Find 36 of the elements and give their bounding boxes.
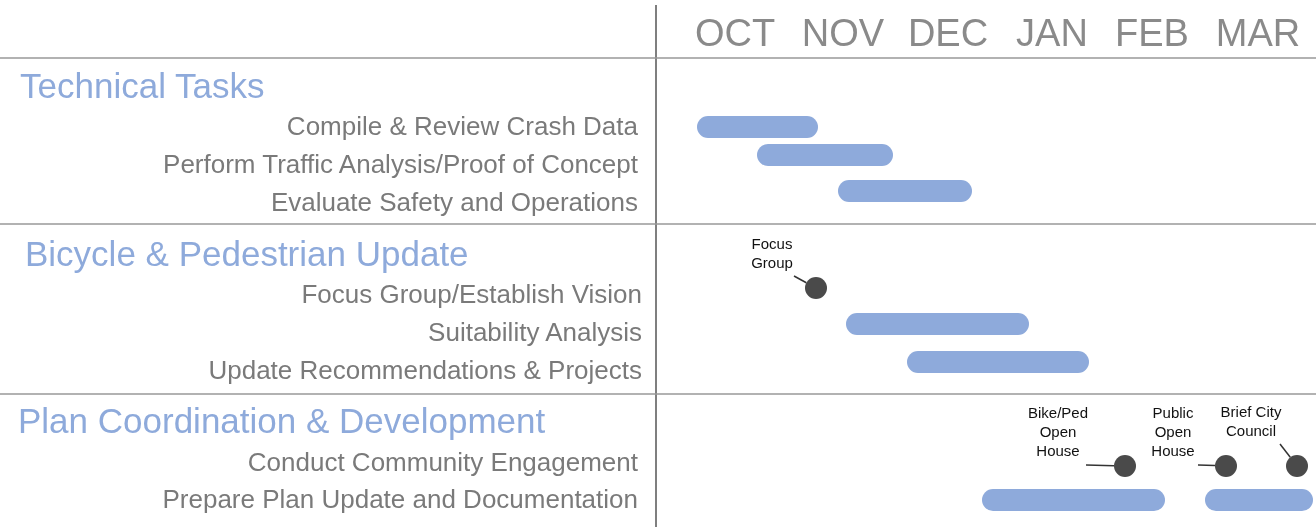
task-label: Evaluate Safety and Operations — [270, 189, 638, 217]
leader-line — [1197, 464, 1216, 467]
task-label: Compile & Review Crash Data — [286, 113, 638, 141]
timeline-bar — [907, 351, 1089, 373]
task-label: Suitability Analysis — [428, 319, 642, 347]
task-label: Focus Group/Establish Vision — [301, 281, 642, 309]
month-label: JAN — [1016, 14, 1088, 54]
task-label: Perform Traffic Analysis/Proof of Concept — [163, 151, 638, 179]
month-label: FEB — [1115, 14, 1189, 54]
milestone-dot — [1286, 455, 1308, 477]
month-label: MAR — [1215, 14, 1301, 54]
timeline-bar — [1205, 489, 1313, 511]
section-heading: Technical Tasks — [20, 68, 265, 105]
month-label: NOV — [801, 14, 885, 54]
timeline-bar — [697, 116, 818, 138]
milestone-dot — [1215, 455, 1237, 477]
leader-line — [1279, 443, 1291, 459]
callout-text: Brief City Council — [1214, 402, 1288, 440]
timeline-bar — [846, 313, 1029, 335]
month-label: DEC — [907, 14, 989, 54]
timeline-bar — [982, 489, 1165, 511]
timeline-bar — [757, 144, 893, 166]
callout-text: Public Open House — [1140, 403, 1206, 460]
timeline-bar — [838, 180, 972, 202]
task-label: Update Recommendations & Projects — [208, 357, 642, 385]
month-label: OCT — [694, 14, 776, 54]
section-heading: Bicycle & Pedestrian Update — [25, 236, 469, 273]
callout-text: Focus Group — [742, 234, 802, 272]
leader-line — [793, 275, 808, 284]
section-heading: Plan Coordination & Development — [18, 403, 546, 440]
leader-line — [1085, 464, 1115, 467]
task-label: Prepare Plan Update and Documentation — [162, 486, 638, 514]
callout-text: Bike/Ped Open House — [1022, 403, 1094, 460]
milestone-dot — [1114, 455, 1136, 477]
task-label: Conduct Community Engagement — [247, 449, 638, 477]
milestone-dot — [805, 277, 827, 299]
